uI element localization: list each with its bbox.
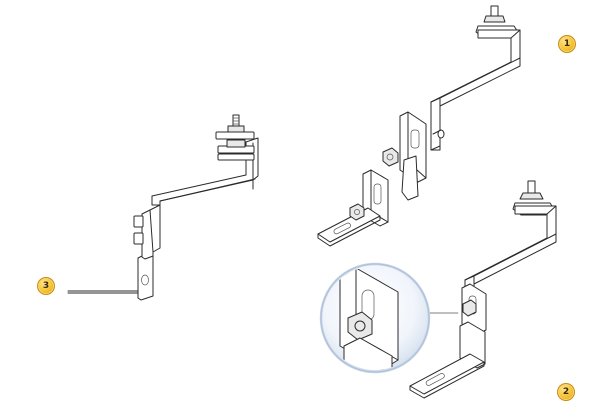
- assembled-view: [409, 180, 557, 399]
- detail-magnifier: [319, 262, 431, 374]
- exploded-view: [317, 5, 521, 247]
- bolt-nut: [227, 125, 245, 133]
- callout-badge-1: 1: [558, 35, 576, 53]
- callout-badge-3: 3: [37, 277, 55, 295]
- mid-nut: [382, 147, 399, 167]
- roof-hook: [430, 29, 521, 151]
- lower-base-plate-exploded: [317, 169, 389, 247]
- side-profile-view: [67, 114, 259, 301]
- roof-hook-body: [430, 29, 521, 151]
- assembled-foot: [409, 353, 485, 395]
- base-nut: [349, 203, 365, 221]
- clamp-washer-upper: [215, 131, 255, 140]
- middle-plate: [399, 111, 427, 201]
- assembled-bolt: [527, 180, 536, 194]
- top-bolt: [490, 5, 499, 17]
- nut-upper: [133, 215, 144, 228]
- top-nut: [483, 15, 506, 23]
- hook-arm: [151, 179, 254, 206]
- nut-lower: [133, 232, 144, 245]
- callout-badge-2: 2: [557, 383, 575, 401]
- bolt-thread: [232, 114, 240, 127]
